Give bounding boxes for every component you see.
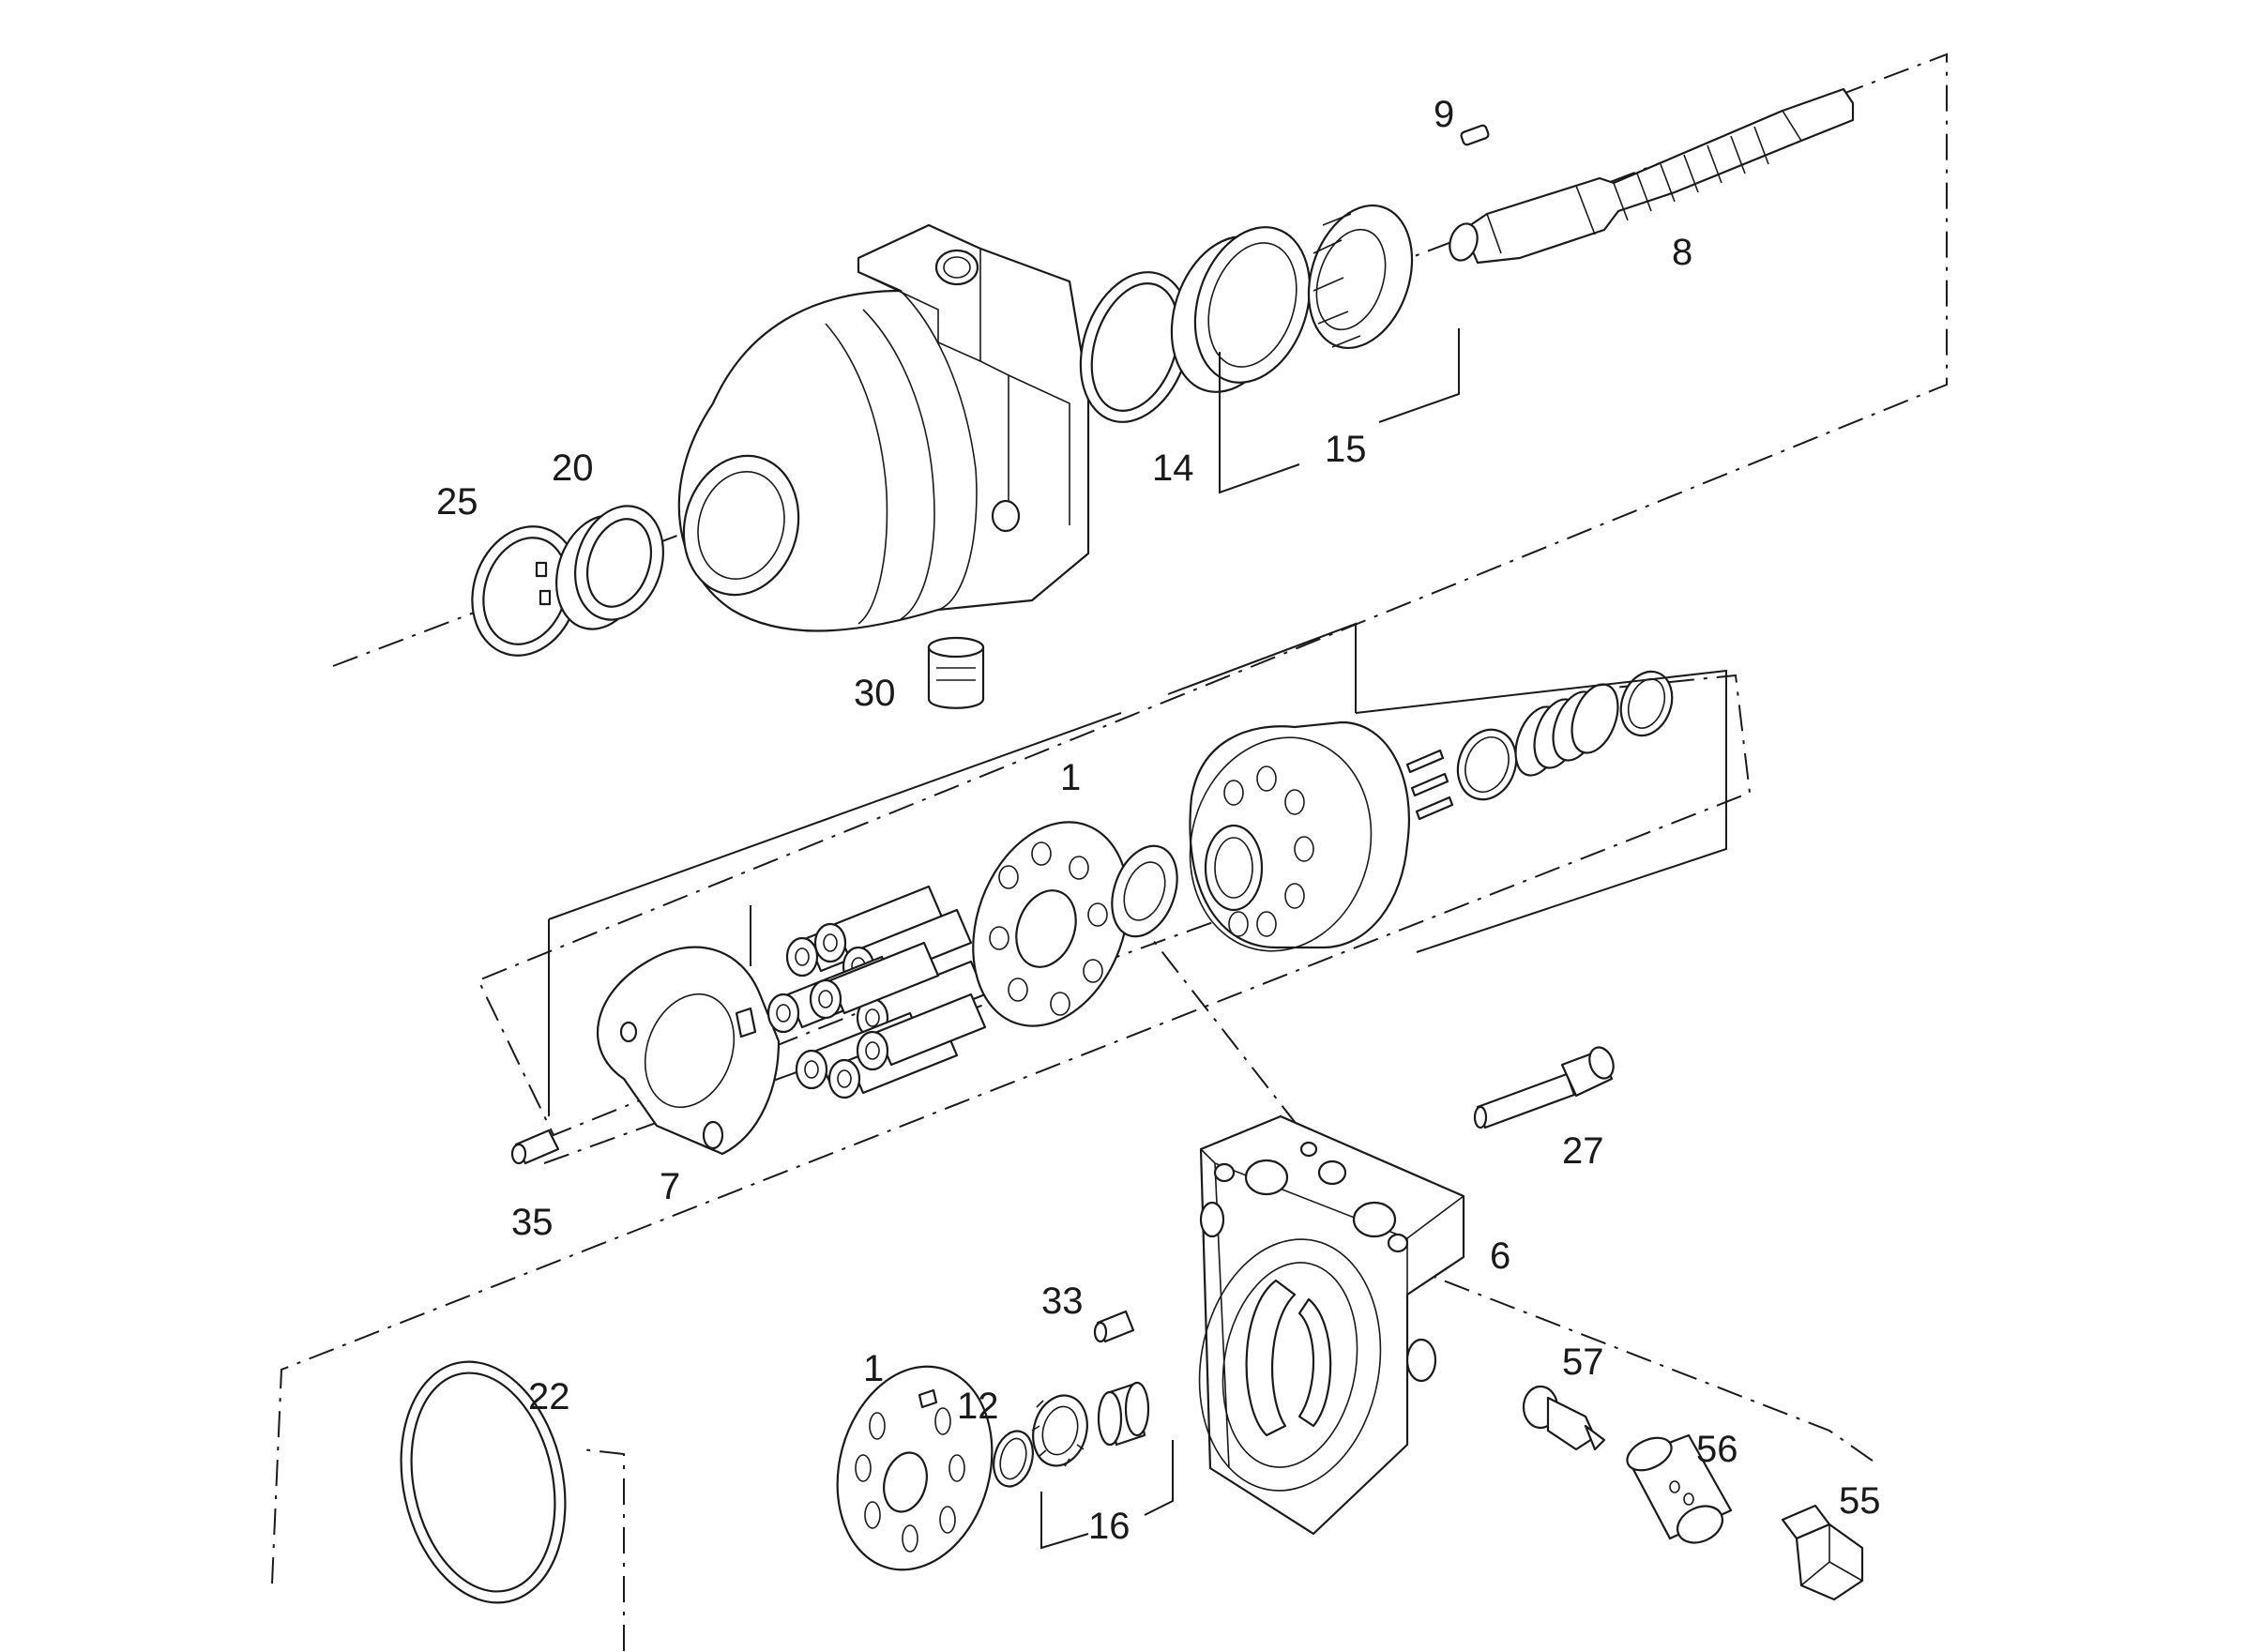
label-12: 12 xyxy=(957,1386,999,1427)
label-56: 56 xyxy=(1696,1429,1738,1470)
part-9-key xyxy=(1460,124,1490,146)
spring-washer xyxy=(1456,728,1518,801)
bracket-15 xyxy=(1219,328,1460,494)
pistons-group xyxy=(766,885,987,1099)
label-55: 55 xyxy=(1839,1480,1881,1522)
part-56-sleeve xyxy=(1626,1433,1733,1544)
part-12-ring xyxy=(993,1430,1034,1488)
part-25-circlip xyxy=(471,525,580,657)
part-14-seal-ring xyxy=(1079,271,1191,423)
piston xyxy=(813,885,945,963)
piston xyxy=(856,993,987,1071)
part-55-plug xyxy=(1781,1504,1864,1601)
part-35-pin xyxy=(510,1129,560,1165)
label-16: 16 xyxy=(1088,1506,1130,1547)
spring xyxy=(1514,683,1619,777)
brackets xyxy=(548,328,1727,1550)
labels: 9 8 14 15 20 25 30 1 7 35 27 6 33 22 1 1… xyxy=(436,94,1881,1547)
part-7-swash-plate xyxy=(596,946,781,1156)
cylinder-block xyxy=(1189,720,1410,952)
part-20-bearing-ring xyxy=(555,505,664,630)
part-1-valve-plate xyxy=(836,1365,994,1571)
part-15-bearing xyxy=(1170,204,1414,393)
motor-housing xyxy=(677,223,1090,632)
label-6: 6 xyxy=(1490,1235,1510,1277)
part-16-bearing-cup xyxy=(1097,1381,1150,1447)
label-25: 25 xyxy=(436,481,478,523)
label-1-upper: 1 xyxy=(1060,757,1081,798)
label-30: 30 xyxy=(854,673,896,714)
spherical-bush xyxy=(1111,844,1178,938)
label-8: 8 xyxy=(1672,232,1692,273)
part-27-bolt xyxy=(1473,1046,1615,1129)
label-9: 9 xyxy=(1434,94,1454,135)
label-15: 15 xyxy=(1325,429,1367,470)
label-20: 20 xyxy=(552,447,594,489)
label-7: 7 xyxy=(660,1166,680,1207)
label-14: 14 xyxy=(1152,447,1194,489)
label-27: 27 xyxy=(1562,1130,1604,1172)
label-57: 57 xyxy=(1562,1341,1604,1383)
label-35: 35 xyxy=(511,1202,554,1243)
retainer-plate xyxy=(972,821,1130,1027)
bracket-1-upper-right xyxy=(1355,669,1727,953)
label-33: 33 xyxy=(1041,1281,1084,1322)
label-1-lower: 1 xyxy=(863,1348,884,1389)
part-33-pin xyxy=(1093,1310,1135,1343)
part-6-end-cap xyxy=(1198,1114,1465,1536)
spring-pins xyxy=(1405,749,1454,821)
label-22: 22 xyxy=(528,1376,570,1417)
part-57-valve xyxy=(1522,1385,1606,1451)
bracket-1-upper xyxy=(548,622,1357,1116)
piston xyxy=(809,941,940,1020)
part-8-shaft xyxy=(1449,87,1855,265)
part-30-plug xyxy=(927,636,985,709)
part-22-o-ring xyxy=(400,1360,567,1604)
part-16-needle-bearing xyxy=(1031,1394,1088,1467)
snap-ring xyxy=(1619,670,1674,737)
bracket-16 xyxy=(1040,1440,1174,1550)
